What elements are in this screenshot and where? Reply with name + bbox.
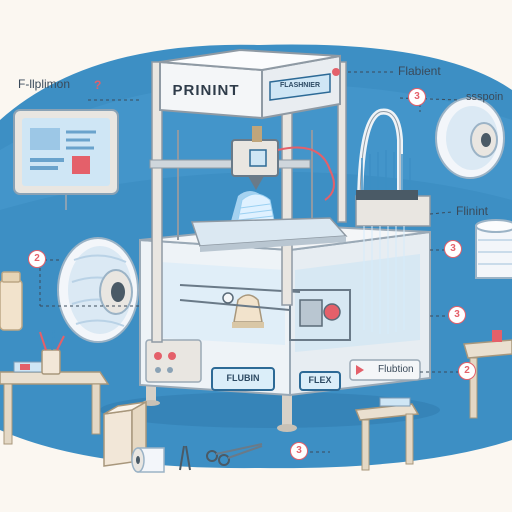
left-title-label: F-llplimon [18, 77, 71, 91]
filament-spool-icon [435, 97, 505, 179]
right-spool-label: ssspoin [466, 91, 504, 103]
print-mechanism [179, 284, 351, 341]
extruder-carriage [149, 126, 335, 201]
printer-top-housing [159, 48, 341, 120]
right-table-front [354, 397, 420, 471]
tool-pliers [179, 445, 191, 471]
printer-title: PRININT [172, 82, 240, 99]
callout-badge: 2 [28, 250, 46, 268]
flex-tag: FLEX [308, 375, 332, 385]
callout-badge: 3 [444, 240, 462, 258]
top-right-label: Flabient [398, 64, 441, 78]
tape-roll-icon [131, 447, 165, 473]
top-panel-tag: FLASHNIER [279, 82, 321, 89]
question-icon: ? [94, 78, 102, 92]
callout-badge: 3 [290, 442, 308, 460]
right-small-spool [475, 219, 512, 279]
left-table [0, 361, 110, 445]
pencil-cup-icon [39, 329, 65, 375]
left-filament-spool [57, 237, 139, 343]
tablet-screen [13, 109, 119, 210]
callout-badge: 3 [408, 88, 426, 106]
callout-badge: 2 [458, 362, 476, 380]
build-plate [190, 217, 348, 252]
front-badge-label: FLUBIN [226, 373, 260, 383]
scissors-icon [206, 443, 263, 466]
box [103, 400, 147, 467]
bottom-right-label: Flubtion [378, 364, 414, 375]
floor-shadow [100, 392, 440, 428]
right-table-back [463, 330, 512, 419]
jar [0, 271, 23, 331]
callout-badge: 3 [448, 306, 466, 324]
filament-guide-rack [355, 150, 431, 334]
right-mid-label: Flinint [456, 204, 489, 218]
